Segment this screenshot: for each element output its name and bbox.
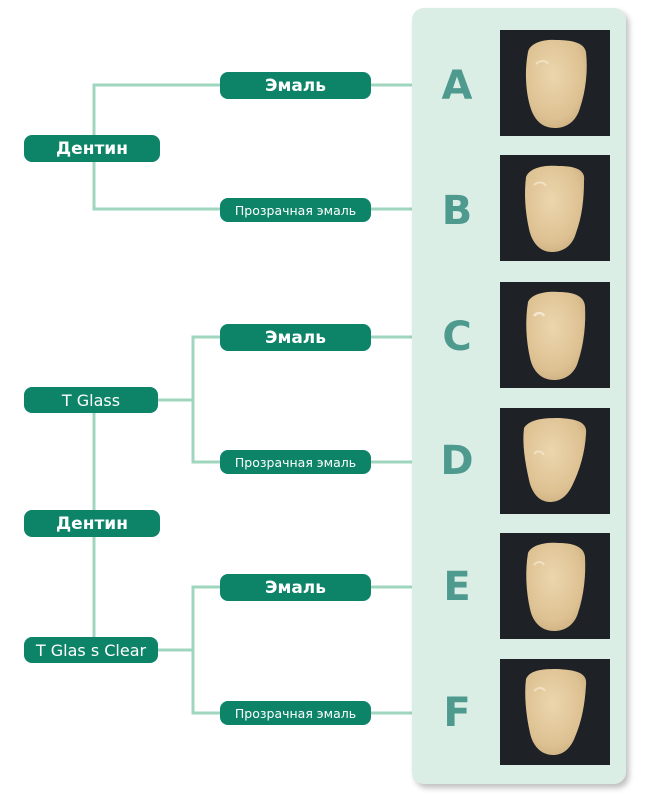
tglass-clear-pill: T Glas s Clear bbox=[24, 637, 158, 663]
translucent-enamel-pill-d: Прозрачная эмаль bbox=[220, 450, 371, 474]
tooth-photo-b bbox=[500, 155, 610, 261]
samples-panel bbox=[412, 8, 626, 784]
tglass-pill: T Glass bbox=[24, 387, 158, 413]
translucent-enamel-pill-b: Прозрачная эмаль bbox=[220, 198, 371, 222]
sample-letter-e: E bbox=[443, 564, 471, 610]
enamel-pill-e: Эмаль bbox=[220, 574, 371, 601]
sample-letter-c: C bbox=[442, 314, 472, 360]
enamel-pill-a: Эмаль bbox=[220, 72, 371, 99]
sample-letter-a: A bbox=[441, 63, 473, 109]
sample-letter-b: B bbox=[441, 188, 473, 234]
tooth-photo-d bbox=[500, 408, 610, 514]
tooth-photo-c bbox=[500, 282, 610, 388]
translucent-enamel-pill-f: Прозрачная эмаль bbox=[220, 701, 371, 725]
tooth-photo-e bbox=[500, 533, 610, 639]
dentin-pill-mid: Дентин bbox=[24, 510, 160, 537]
tooth-photo-f bbox=[500, 659, 610, 765]
enamel-pill-c: Эмаль bbox=[220, 324, 371, 351]
tooth-photo-a bbox=[500, 30, 610, 136]
sample-letter-f: F bbox=[443, 690, 471, 736]
dentin-pill-top: Дентин bbox=[24, 135, 160, 162]
sample-letter-d: D bbox=[440, 438, 474, 484]
